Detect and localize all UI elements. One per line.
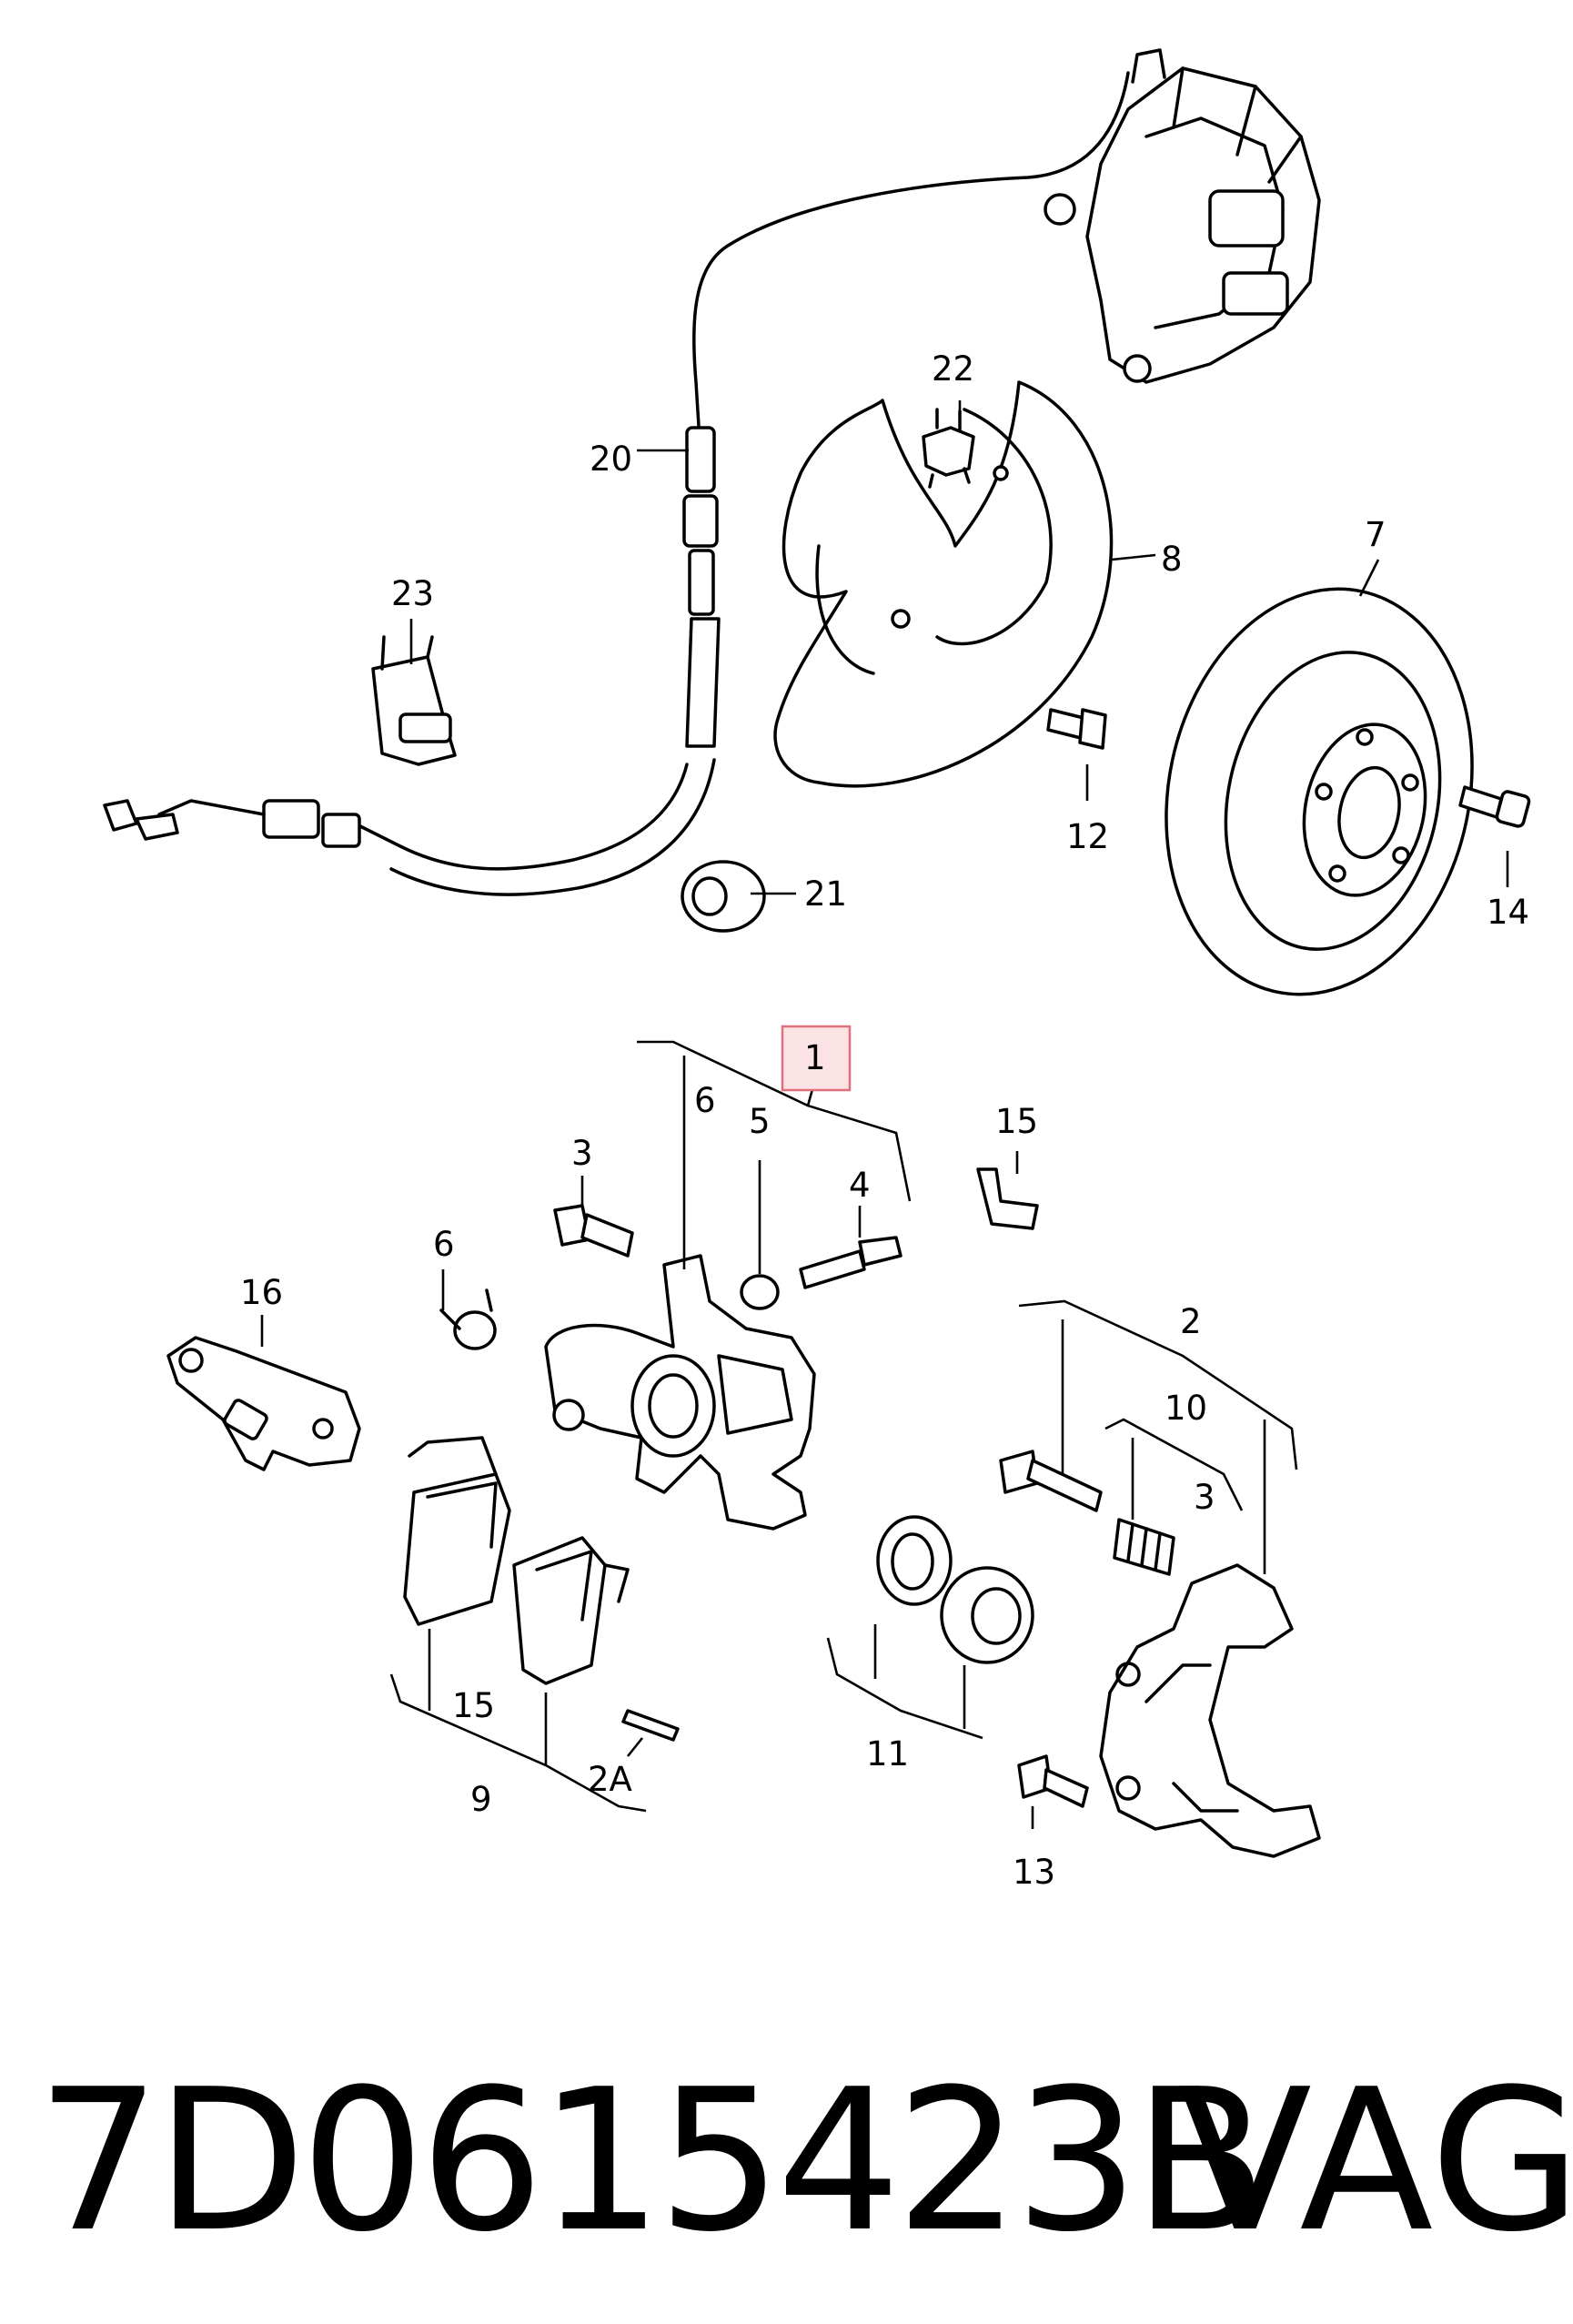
bolt-13-drawing: [1017, 1754, 1089, 1808]
callout-5: 5: [749, 1102, 771, 1141]
callout-12: 12: [1066, 817, 1109, 856]
callout-21: 21: [804, 874, 847, 914]
caliper-carrier-drawing: [1099, 1563, 1321, 1858]
spring-clip-2a-drawing: [621, 1709, 680, 1742]
callout-13: 13: [1013, 1853, 1055, 1892]
callout-23: 23: [391, 574, 434, 613]
leader-lines: [260, 400, 1509, 1829]
callouts: 20 22 8 7 12 14 23 21 1 6 5 15 3 4 6 16 …: [240, 349, 1529, 1892]
callout-7: 7: [1365, 515, 1386, 554]
part-info-footer: 7D0615423B VAG: [36, 2046, 1573, 2275]
callout-3-right: 3: [1194, 1478, 1215, 1517]
callout-22: 22: [932, 349, 974, 389]
piston-seal-11-drawing: [876, 1515, 953, 1606]
callout-14: 14: [1487, 893, 1529, 932]
highlight-box: [781, 1025, 852, 1092]
dust-shield-drawing: [773, 380, 1114, 788]
callout-8: 8: [1161, 540, 1183, 579]
callout-6-left: 6: [433, 1225, 455, 1264]
callout-6-top: 6: [694, 1081, 716, 1120]
piston-boot-11-drawing: [940, 1566, 1034, 1664]
callout-4: 4: [849, 1166, 871, 1205]
bracket-23-drawing: [371, 635, 457, 766]
caliper-housing-drawing: [544, 1254, 816, 1531]
brake-disc-drawing: [1165, 587, 1474, 996]
sleeve-6-drawing: [439, 1288, 497, 1350]
callout-16: 16: [240, 1273, 283, 1312]
brake-pad-outer-drawing: [403, 1436, 511, 1626]
callout-11: 11: [866, 1734, 909, 1773]
handbrake-cable-drawing: [103, 71, 1130, 896]
callout-9: 9: [470, 1780, 492, 1819]
dust-cap-5-drawing: [740, 1274, 780, 1310]
part-number: 7D0615423B: [36, 2046, 1267, 2275]
rear-caliper-drawing: [1044, 48, 1321, 384]
bracket-16-drawing: [166, 1336, 361, 1471]
bolt-12-drawing: [1046, 708, 1107, 750]
bolt-14-drawing: [1458, 785, 1531, 828]
bleed-valve-4-drawing: [799, 1236, 902, 1289]
brake-pad-inner-drawing: [512, 1536, 630, 1685]
brand-name: VAG: [1178, 2046, 1573, 2275]
grommet-21-drawing: [681, 860, 766, 933]
guide-bolt-sleeve-drawing: [999, 1450, 1175, 1576]
callout-20: 20: [590, 440, 632, 479]
callout-1: 1: [804, 1038, 826, 1077]
callout-15-bottom: 15: [452, 1686, 495, 1725]
callout-2a: 2A: [588, 1760, 632, 1799]
callout-15-top: 15: [995, 1102, 1038, 1141]
clip-15-drawing: [976, 1167, 1039, 1230]
callout-10: 10: [1165, 1389, 1207, 1428]
callout-3-top: 3: [571, 1134, 593, 1173]
clip-22-drawing: [922, 408, 975, 489]
callout-2: 2: [1180, 1302, 1202, 1341]
guide-bolt-3-drawing: [553, 1204, 634, 1258]
